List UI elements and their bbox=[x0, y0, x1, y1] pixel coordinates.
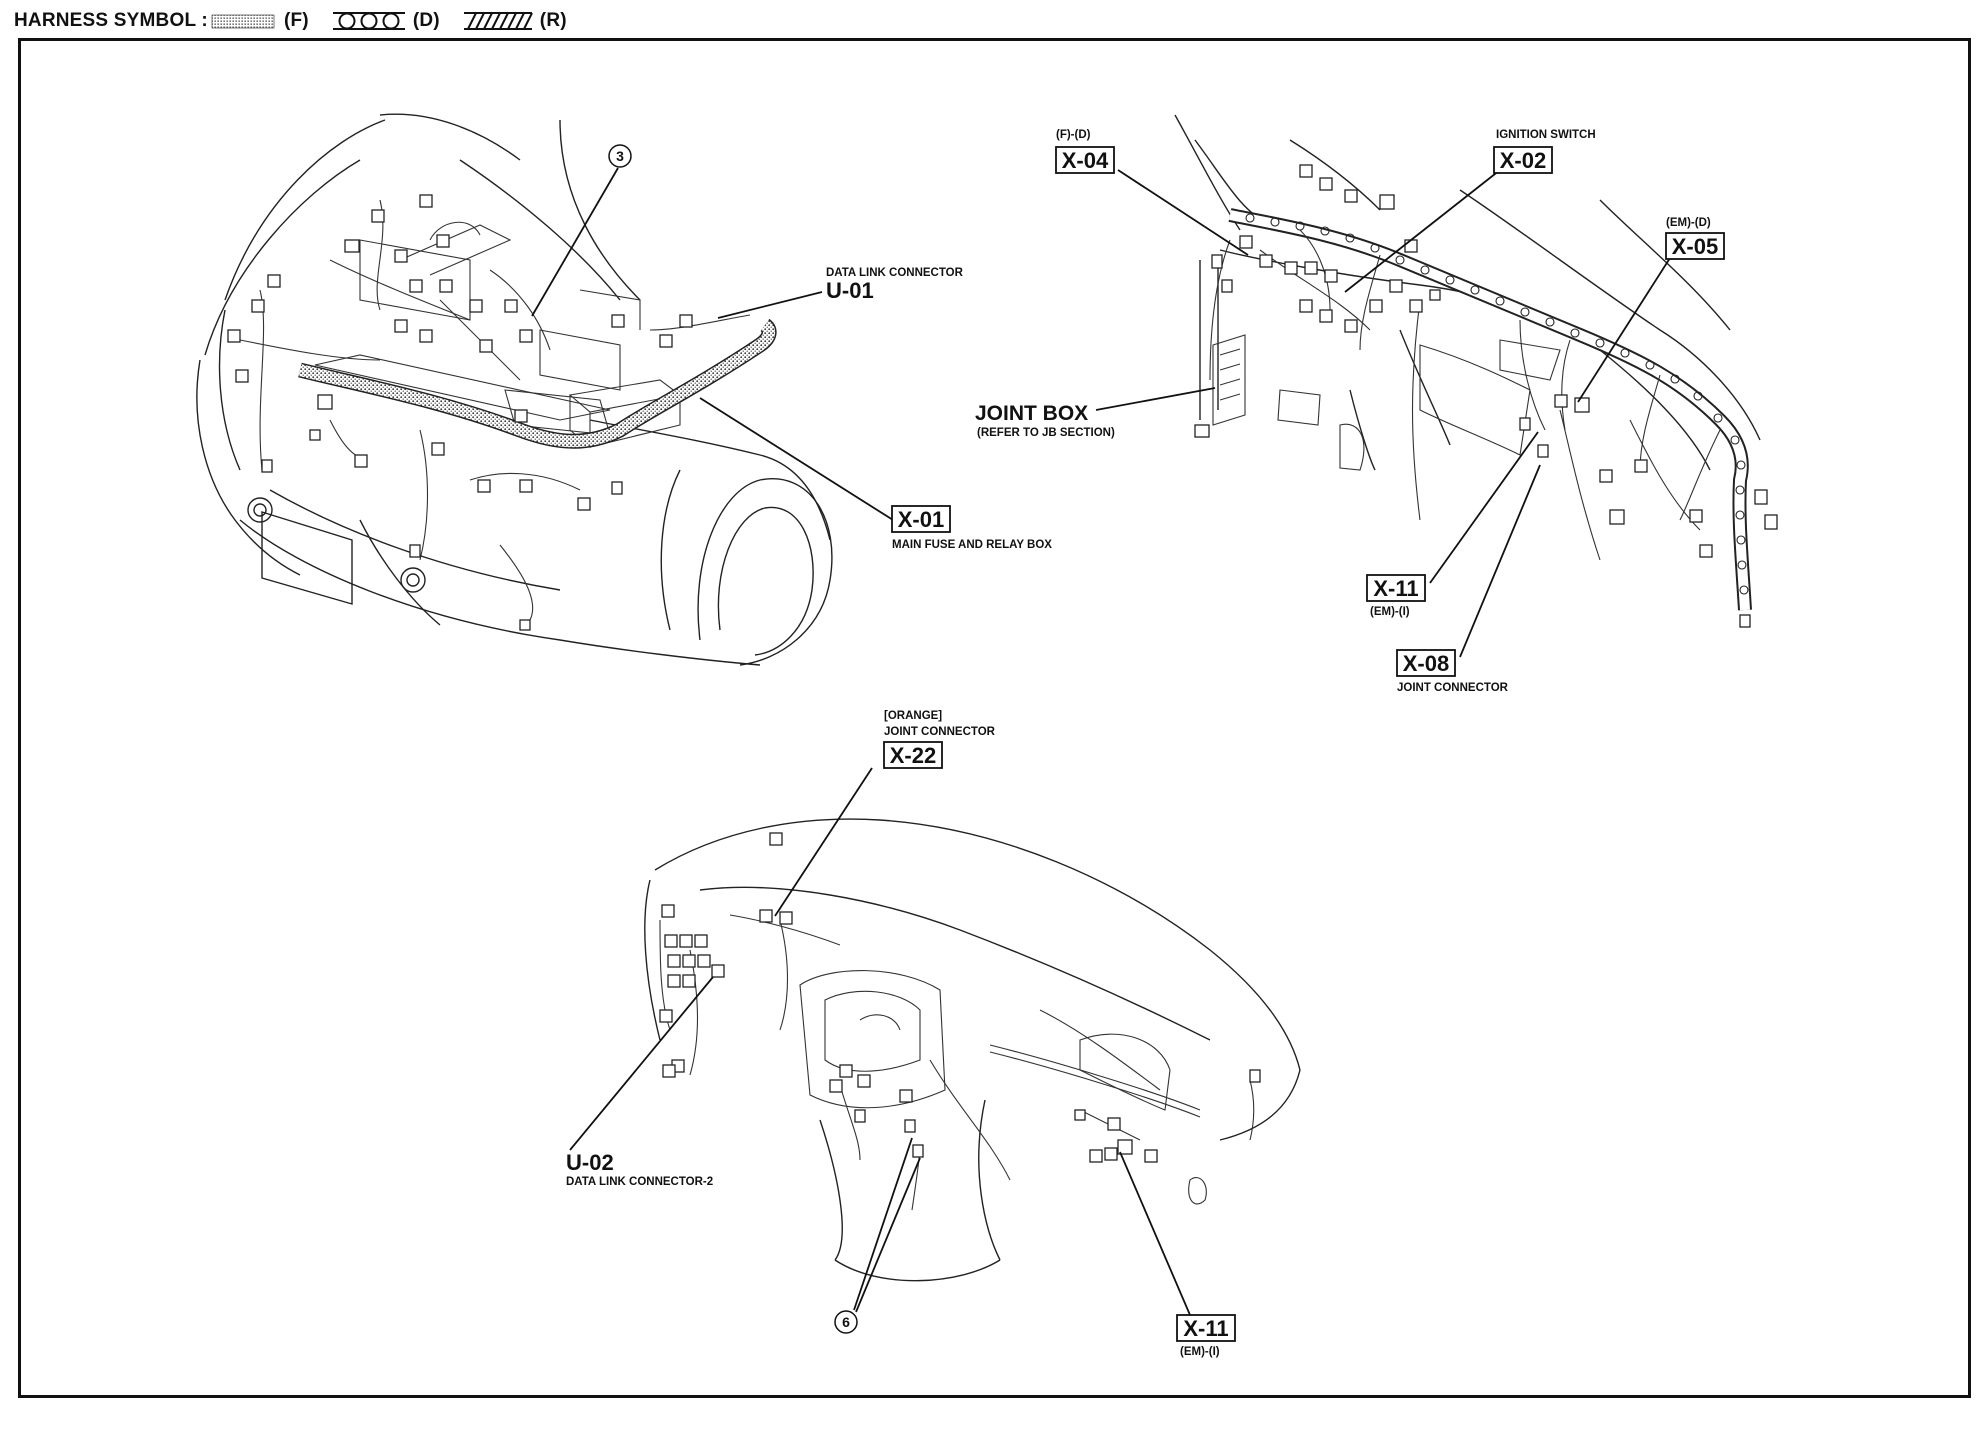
legend-code-d: (D) bbox=[412, 10, 440, 31]
callout-x22: [ORANGE] JOINT CONNECTOR X-22 bbox=[883, 710, 996, 769]
u02-code: U-02 bbox=[566, 1150, 614, 1175]
legend-title: HARNESS SYMBOL : bbox=[14, 10, 208, 31]
harness-symbol-legend: HARNESS SYMBOL : (F) (D) (R) bbox=[14, 6, 589, 36]
x22-desc: JOINT CONNECTOR bbox=[884, 726, 996, 738]
leader-x05 bbox=[1577, 257, 1671, 403]
u01-desc: DATA LINK CONNECTOR bbox=[826, 267, 964, 279]
leader-x11b bbox=[1119, 1151, 1191, 1316]
callout-u02: U-02 DATA LINK CONNECTOR-2 bbox=[566, 1150, 713, 1188]
x01-desc: MAIN FUSE AND RELAY BOX bbox=[892, 539, 1052, 551]
callout-x05: (EM)-(D) X-05 bbox=[1665, 217, 1725, 260]
x05-code: X-05 bbox=[1672, 234, 1718, 259]
leader-6b bbox=[855, 1157, 921, 1313]
leader-x08 bbox=[1459, 464, 1541, 658]
x04-tag: (F)-(D) bbox=[1056, 129, 1091, 141]
callout-x11-b: X-11 (EM)-(I) bbox=[1176, 1314, 1236, 1358]
callout-x11-a: X-11 (EM)-(I) bbox=[1366, 574, 1426, 618]
callout-u01: DATA LINK CONNECTOR U-01 bbox=[826, 267, 964, 303]
leader-x04 bbox=[1117, 169, 1249, 256]
legend-code-f: (F) bbox=[283, 10, 309, 31]
leader-joint-box bbox=[1095, 387, 1216, 411]
callout-joint-box: JOINT BOX (REFER TO JB SECTION) bbox=[975, 402, 1115, 439]
callout-3: 3 bbox=[608, 144, 632, 168]
leader-u01 bbox=[717, 291, 823, 319]
leader-x22 bbox=[774, 767, 873, 917]
num-3: 3 bbox=[616, 148, 624, 164]
legend-code-r: (R) bbox=[539, 10, 567, 31]
dotted-harness-swatch bbox=[211, 14, 275, 29]
leader-6a bbox=[853, 1137, 913, 1311]
circles-harness-swatch bbox=[332, 12, 405, 30]
x04-code: X-04 bbox=[1062, 148, 1109, 173]
leader-x02 bbox=[1344, 169, 1501, 293]
callout-6: 6 bbox=[834, 1310, 858, 1334]
leader-x01 bbox=[699, 397, 894, 521]
leader-x11a bbox=[1429, 431, 1539, 584]
leader-u02 bbox=[569, 976, 714, 1151]
x01-code: X-01 bbox=[898, 507, 944, 532]
joint-box-label: JOINT BOX bbox=[975, 402, 1088, 425]
leader-3 bbox=[531, 167, 619, 317]
x11b-tag: (EM)-(I) bbox=[1180, 1346, 1220, 1358]
x08-code: X-08 bbox=[1403, 651, 1449, 676]
instrument-panel-frame-drawing bbox=[1174, 114, 1778, 628]
u01-code: U-01 bbox=[826, 278, 874, 303]
x22-color: [ORANGE] bbox=[884, 710, 942, 722]
joint-box-desc: (REFER TO JB SECTION) bbox=[977, 427, 1115, 439]
num-6: 6 bbox=[842, 1314, 850, 1330]
callout-x02: IGNITION SWITCH X-02 bbox=[1493, 129, 1596, 174]
x11a-tag: (EM)-(I) bbox=[1370, 606, 1410, 618]
x11a-code: X-11 bbox=[1373, 576, 1418, 601]
callout-x01: X-01 MAIN FUSE AND RELAY BOX bbox=[891, 505, 1052, 551]
x05-tag: (EM)-(D) bbox=[1666, 217, 1711, 229]
engine-compartment-drawing bbox=[196, 113, 833, 666]
callout-x04: (F)-(D) X-04 bbox=[1055, 129, 1115, 174]
dashboard-drawing bbox=[644, 818, 1301, 1282]
x02-code: X-02 bbox=[1500, 148, 1546, 173]
callout-x08: X-08 JOINT CONNECTOR bbox=[1396, 649, 1509, 694]
u02-desc: DATA LINK CONNECTOR-2 bbox=[566, 1176, 713, 1188]
x22-code: X-22 bbox=[890, 743, 936, 768]
x08-desc: JOINT CONNECTOR bbox=[1397, 682, 1509, 694]
x11b-code: X-11 bbox=[1183, 1316, 1228, 1341]
hatched-harness-swatch bbox=[463, 12, 533, 30]
x02-desc: IGNITION SWITCH bbox=[1496, 129, 1596, 141]
diagram-frame bbox=[18, 38, 1971, 1398]
